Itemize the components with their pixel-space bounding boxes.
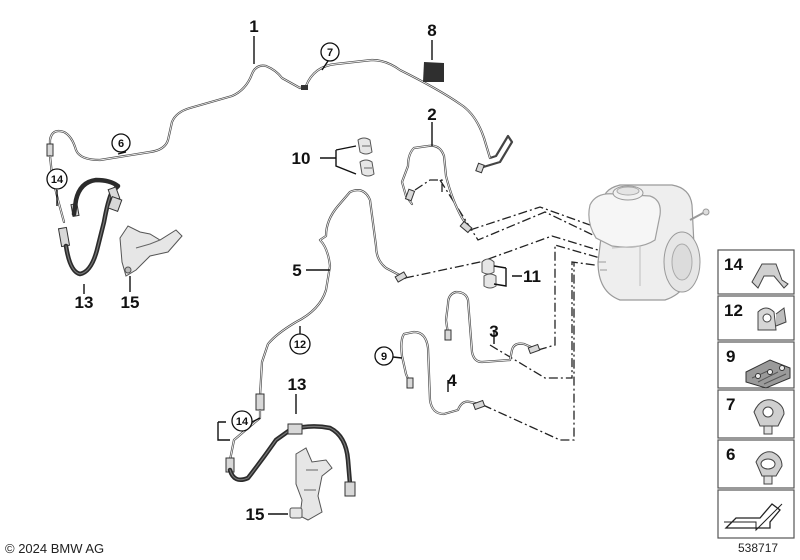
callout-4: 4: [447, 371, 457, 390]
connection-lines: [404, 179, 603, 441]
legend-item-arrow: [717, 489, 795, 539]
legend-panel: 14 12 9 7 6: [717, 249, 795, 539]
callout-3: 3: [489, 322, 498, 341]
legend-number-14: 14: [724, 255, 743, 274]
bracket-clip-icon: [751, 263, 789, 289]
grommet-clip-icon: [753, 399, 785, 435]
callout-15-rear: 15: [121, 293, 140, 312]
legend-number-6: 6: [726, 445, 735, 464]
legend-number-9: 9: [726, 347, 735, 366]
callout-2: 2: [427, 105, 436, 124]
direction-arrow-icon: [724, 503, 783, 532]
brake-line-1: [46, 58, 514, 174]
brake-hose-13-rear: [63, 177, 123, 277]
callout-6: 6: [118, 138, 124, 150]
multi-pipe-holder-icon: [745, 359, 791, 389]
leader-lines: [56, 36, 522, 515]
clips-11: [481, 258, 497, 289]
brake-line-5: [255, 189, 408, 411]
callout-14-front: 14: [236, 416, 249, 428]
brake-line-4: [400, 330, 486, 416]
copyright-text: © 2024 BMW AG: [5, 541, 105, 556]
callout-11: 11: [523, 267, 541, 286]
callout-14-rear: 14: [51, 174, 64, 186]
brake-line-3: [444, 290, 541, 364]
callout-5: 5: [292, 261, 301, 280]
brake-hose-13-front: [227, 423, 356, 497]
callout-15-front: 15: [246, 505, 265, 524]
diagram-number: 538717: [738, 541, 779, 555]
pipe-clip-icon: [757, 307, 787, 331]
callout-10: 10: [292, 149, 311, 168]
bracket-15-front: [289, 447, 333, 521]
callout-8: 8: [427, 21, 436, 40]
callout-13-rear: 13: [75, 293, 94, 312]
brake-line-2: [400, 144, 473, 234]
callout-9: 9: [381, 351, 387, 363]
bracket-15-rear: [119, 225, 183, 277]
legend-number-7: 7: [726, 395, 735, 414]
callout-1: 1: [249, 17, 258, 36]
callout-7: 7: [327, 47, 333, 59]
push-clip-icon: [755, 451, 783, 485]
callout-labels: 1 7 8 2 6 10 14 5 11 13 15 3 12 9 4 13 1…: [46, 17, 541, 524]
callout-13-front: 13: [288, 375, 307, 394]
brake-booster-unit: [588, 184, 710, 301]
clips-10: [357, 137, 375, 177]
pad-8: [423, 62, 444, 82]
legend-number-12: 12: [724, 301, 743, 320]
callout-12: 12: [294, 339, 306, 351]
